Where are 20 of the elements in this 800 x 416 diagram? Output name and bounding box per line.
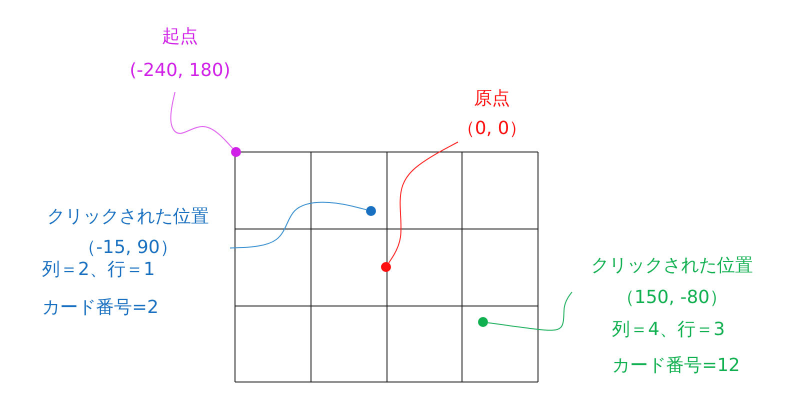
- leader-line: [230, 202, 367, 248]
- grid-position-text: 列＝2、行＝1: [42, 259, 155, 281]
- grid-position-text: 列＝4、行＝3: [612, 319, 725, 341]
- coordinate-text: （0, 0）: [456, 118, 528, 140]
- coordinate-text: （150, -80）: [616, 287, 728, 309]
- point-marker: [366, 206, 376, 216]
- heading-text: 原点: [474, 88, 510, 110]
- leader-line: [388, 142, 458, 264]
- coordinate-text: (-240, 180): [130, 60, 230, 82]
- heading-text: クリックされた位置: [47, 206, 209, 228]
- card-number-text: カード番号=2: [42, 297, 159, 319]
- heading-text: クリックされた位置: [591, 255, 753, 277]
- coordinate-text: （-15, 90）: [78, 237, 178, 259]
- card-number-text: カード番号=12: [612, 355, 740, 377]
- heading-text: 起点: [162, 26, 198, 48]
- point-marker: [231, 147, 241, 157]
- point-marker: [478, 317, 488, 327]
- leader-line: [170, 92, 234, 149]
- leader-line: [487, 292, 572, 331]
- point-marker: [381, 262, 391, 272]
